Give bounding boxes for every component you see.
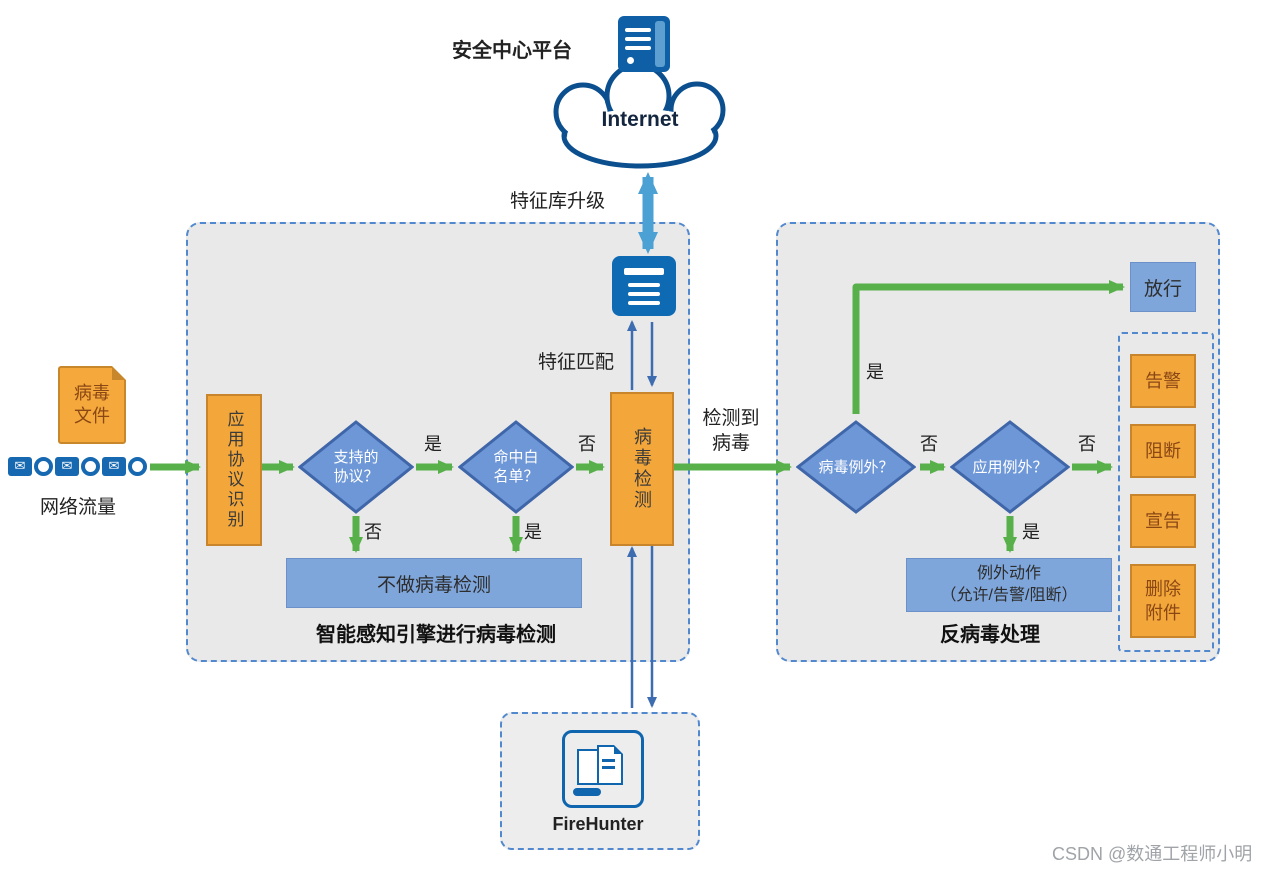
whitelist-diamond: 命中白名单？	[458, 420, 574, 514]
firehunter-label: FireHunter	[552, 814, 644, 834]
yes-label: 是	[524, 522, 542, 542]
exception-action-line1: 例外动作	[976, 565, 1041, 582]
chain-ring-icon	[128, 456, 147, 476]
network-traffic-label: 网络流量	[40, 497, 117, 518]
virus-detect-label: 病毒检测	[632, 427, 652, 511]
action-box-declare: 宣告	[1130, 494, 1196, 548]
yes-label: 是	[1022, 522, 1040, 542]
action-box-alert: 告警	[1130, 354, 1196, 408]
no-detect-label: 不做病毒检测	[376, 574, 491, 596]
internet-label: Internet	[601, 108, 679, 131]
no-label: 否	[578, 434, 596, 454]
virus-exception-diamond: 病毒例外？	[796, 420, 916, 514]
detection-caption: 智能感知引擎进行病毒检测	[316, 624, 556, 646]
actions-group	[1118, 332, 1214, 652]
action-box-block: 阻断	[1130, 424, 1196, 478]
supported-protocol-label: 支持的协议？	[333, 449, 379, 485]
server-panel-strip	[655, 21, 665, 67]
supported-protocol-diamond: 支持的协议？	[298, 420, 414, 514]
no-label: 否	[920, 434, 938, 454]
no-label: 否	[1078, 434, 1096, 454]
whitelist-label: 命中白名单？	[493, 449, 539, 485]
app-exception-diamond: 应用例外？	[950, 420, 1070, 514]
virus-detected-label: 检测到病毒	[702, 408, 760, 454]
chain-ring-icon	[34, 456, 53, 476]
exception-action-box: 例外动作 （允许/告警/阻断）	[906, 558, 1112, 612]
virus-file-label: 病毒文件	[74, 383, 110, 426]
virus-exception-label: 病毒例外？	[818, 458, 894, 476]
virus-detect-box: 病毒检测	[610, 392, 674, 546]
envelope-icon: ✉	[8, 456, 32, 476]
app-protocol-box: 应用协议识别	[206, 394, 262, 546]
response-caption: 反病毒处理	[940, 624, 1040, 646]
signature-upgrade-label: 特征库升级	[510, 191, 606, 212]
no-detect-box: 不做病毒检测	[286, 558, 582, 608]
virus-file-icon: 病毒文件	[58, 366, 126, 444]
release-box: 放行	[1130, 262, 1196, 312]
wave-icon	[573, 788, 601, 796]
server-icon	[618, 16, 670, 72]
signature-match-label: 特征匹配	[538, 352, 615, 373]
firehunter-icon	[562, 730, 644, 808]
app-protocol-label: 应用协议识别	[224, 410, 244, 530]
action-box-delete-attachment: 删除附件	[1130, 564, 1196, 638]
no-label: 否	[364, 522, 382, 542]
app-exception-label: 应用例外？	[972, 458, 1048, 476]
watermark: CSDN @数通工程师小明	[1052, 844, 1253, 864]
yes-label: 是	[866, 362, 884, 382]
envelope-icon: ✉	[102, 456, 126, 476]
traffic-envelopes: ✉ ✉ ✉	[8, 451, 147, 481]
envelope-icon: ✉	[55, 456, 79, 476]
folded-corner-icon	[112, 366, 126, 380]
security-center-label: 安全中心平台	[452, 40, 572, 62]
signature-db-icon	[612, 256, 676, 316]
exception-action-line2: （允许/告警/阻断）	[940, 587, 1078, 604]
document-icon	[597, 745, 623, 785]
release-label: 放行	[1143, 278, 1182, 300]
chain-ring-icon	[81, 456, 100, 476]
yes-label: 是	[424, 434, 442, 454]
